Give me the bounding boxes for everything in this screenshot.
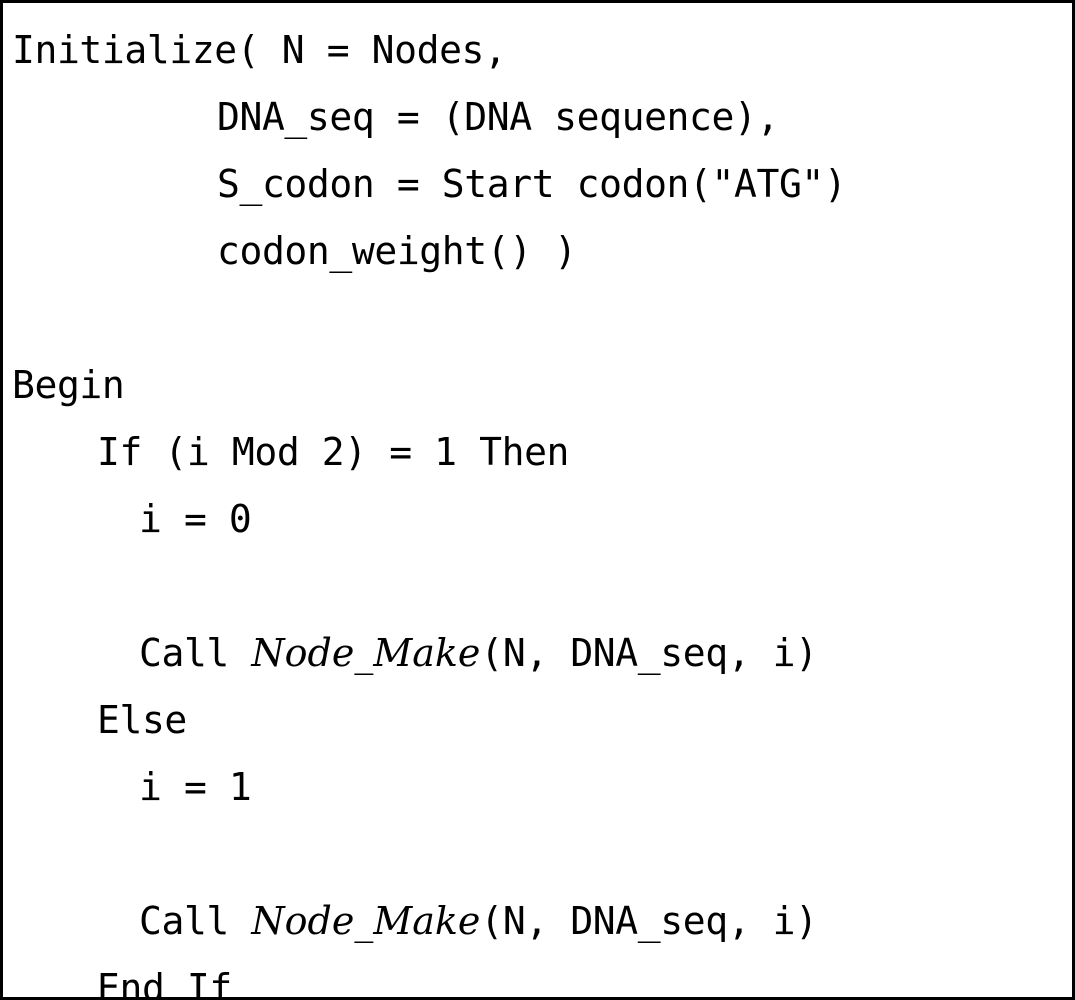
code-line-call-node-make-2: Call Node_Make(N, DNA_seq, i) xyxy=(12,888,1072,955)
routine-name-node-make-2: Node_Make xyxy=(251,899,481,943)
code-line-param-s-codon: S_codon = Start codon("ATG") xyxy=(217,162,847,206)
code-line-if-condition: If (i Mod 2) = 1 Then xyxy=(97,430,570,474)
call-arguments-1: (N, DNA_seq, i) xyxy=(480,631,818,675)
code-line-initialize-header: Initialize( N = Nodes, xyxy=(12,28,507,72)
code-line-blank-2 xyxy=(12,553,1072,620)
code-line-call-node-make-1: Call Node_Make(N, DNA_seq, i) xyxy=(12,620,1072,687)
code-line-blank-3 xyxy=(12,821,1072,888)
code-line-assign-zero: i = 0 xyxy=(139,497,252,541)
code-line-else: Else xyxy=(97,698,187,742)
routine-name-node-make-1: Node_Make xyxy=(251,631,481,675)
call-arguments-2: (N, DNA_seq, i) xyxy=(480,899,818,943)
call-keyword-1: Call xyxy=(139,631,252,675)
call-keyword-2: Call xyxy=(139,899,252,943)
code-line-begin: Begin xyxy=(12,363,125,407)
code-line-assign-one: i = 1 xyxy=(139,765,252,809)
pseudocode-listing: Initialize( N = Nodes, DNA_seq = (DNA se… xyxy=(3,3,1072,997)
code-line-end-if: End If xyxy=(97,966,232,1000)
code-line-blank-1 xyxy=(12,285,1072,352)
code-line-param-codon-weight: codon_weight() ) xyxy=(217,229,577,273)
code-line-param-dna-seq: DNA_seq = (DNA sequence), xyxy=(217,95,779,139)
